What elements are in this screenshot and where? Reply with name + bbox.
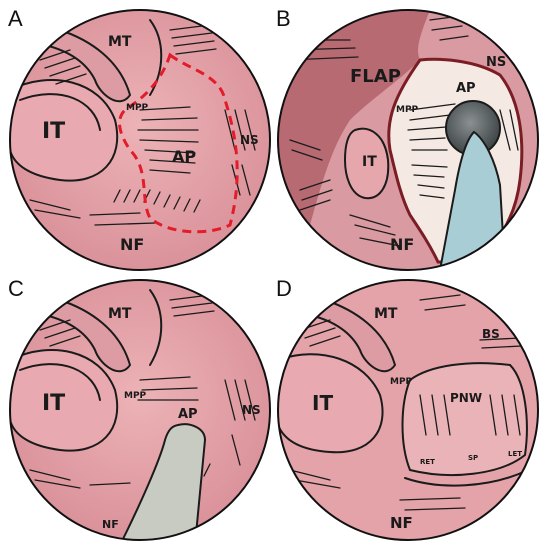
- ap-resection-outline: [118, 52, 239, 234]
- label-ns: NS: [242, 403, 261, 417]
- posterior-nasal-wall: [401, 362, 528, 476]
- label-nf: NF: [390, 514, 413, 532]
- inferior-turbinate: [278, 353, 384, 454]
- label-ap: AP: [172, 147, 196, 166]
- panel-d: D MT BS IT MPP PNW RET SP LET NF: [276, 276, 539, 541]
- panel-letter-a: A: [8, 6, 23, 31]
- label-ns: NS: [486, 55, 506, 70]
- inferior-turbinate: [10, 349, 119, 452]
- label-ap: AP: [456, 81, 476, 96]
- label-sp: SP: [468, 454, 478, 462]
- label-ret: RET: [420, 458, 435, 466]
- inferior-turbinate: [343, 127, 390, 200]
- flap: [278, 10, 430, 225]
- inferior-turbinate: [10, 79, 119, 182]
- middle-turbinate: [308, 298, 397, 373]
- label-it: IT: [362, 154, 377, 170]
- panel-c: C MT IT MPP AP NS NF: [8, 276, 271, 541]
- label-bs: BS: [482, 327, 500, 341]
- label-mpp: MPP: [124, 391, 147, 401]
- label-it: IT: [312, 391, 333, 415]
- label-nf: NF: [102, 518, 119, 531]
- label-flap: FLAP: [350, 66, 401, 87]
- label-ap: AP: [178, 407, 198, 422]
- label-pnw: PNW: [450, 391, 482, 405]
- instrument: [118, 423, 207, 540]
- label-mt: MT: [108, 34, 132, 50]
- instrument: [438, 130, 507, 270]
- label-mt: MT: [374, 306, 398, 322]
- middle-turbinate: [43, 298, 132, 373]
- label-mpp: MPP: [390, 377, 413, 387]
- label-mt: MT: [108, 306, 132, 322]
- label-mpp: MPP: [396, 105, 419, 115]
- label-nf: NF: [120, 235, 144, 254]
- panel-letter-c: C: [8, 276, 24, 301]
- label-mpp: MPP: [126, 103, 149, 113]
- middle-turbinate: [43, 28, 132, 103]
- panel-b: B FLAP NS AP MP: [276, 6, 539, 271]
- label-let: LET: [508, 450, 522, 458]
- panel-letter-b: B: [276, 6, 291, 31]
- label-it: IT: [42, 119, 65, 144]
- label-nf: NF: [390, 235, 414, 254]
- label-ns: NS: [240, 133, 259, 147]
- panel-letter-d: D: [276, 276, 292, 301]
- panel-a: A MT IT MPP A: [8, 6, 271, 271]
- label-it: IT: [42, 391, 65, 416]
